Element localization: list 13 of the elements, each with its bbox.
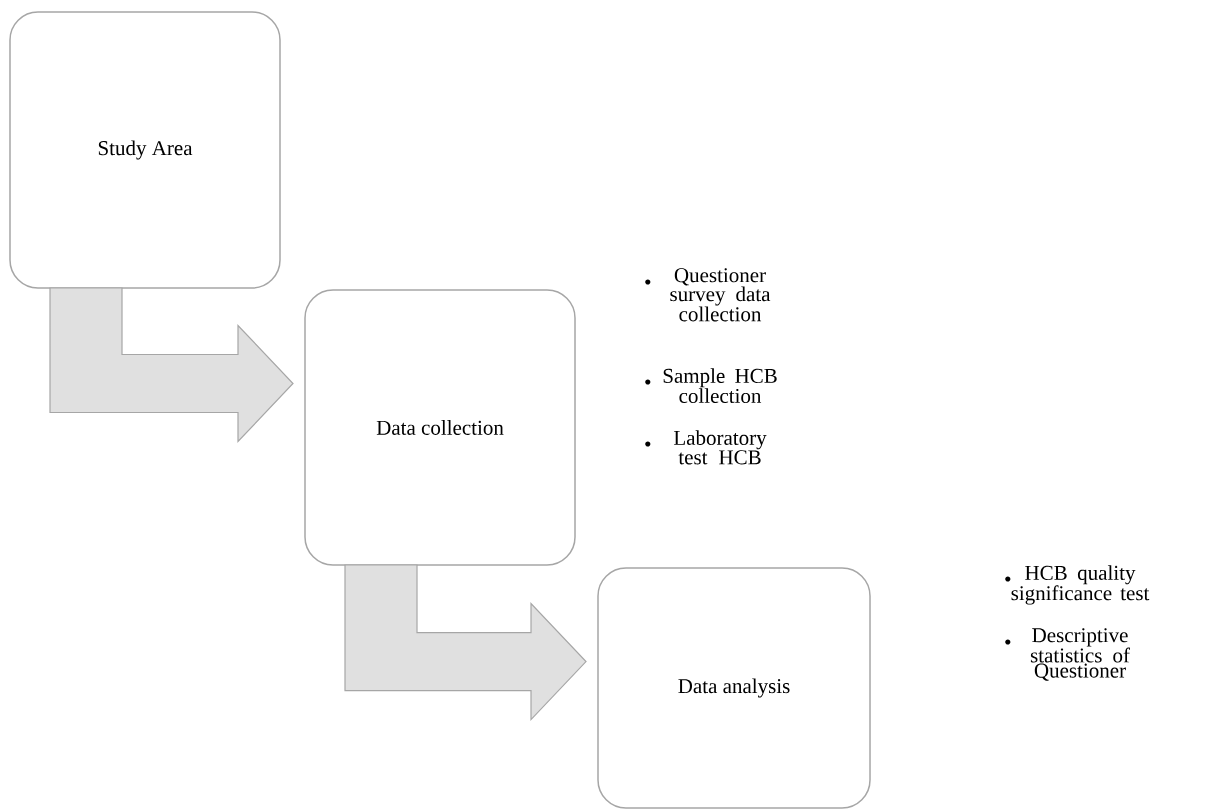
bullet-item: HCB quality significance test xyxy=(1011,565,1150,605)
box-label: Data analysis xyxy=(678,678,790,698)
bullet-item: Laboratory test HCB xyxy=(673,430,767,465)
box-label: Study Area xyxy=(98,140,193,160)
bent-arrow xyxy=(49,287,294,443)
box-label: Data collection xyxy=(376,420,504,435)
rounded-box xyxy=(9,11,281,289)
bullet-item: Descriptive statistics of Questioner xyxy=(1030,628,1130,681)
bullet-item: Questioner survey data collection xyxy=(670,268,771,322)
bent-arrow xyxy=(344,564,587,722)
bullet-item: Sample HCB collection xyxy=(663,368,777,403)
rounded-box xyxy=(304,289,576,566)
rounded-box xyxy=(597,567,871,809)
